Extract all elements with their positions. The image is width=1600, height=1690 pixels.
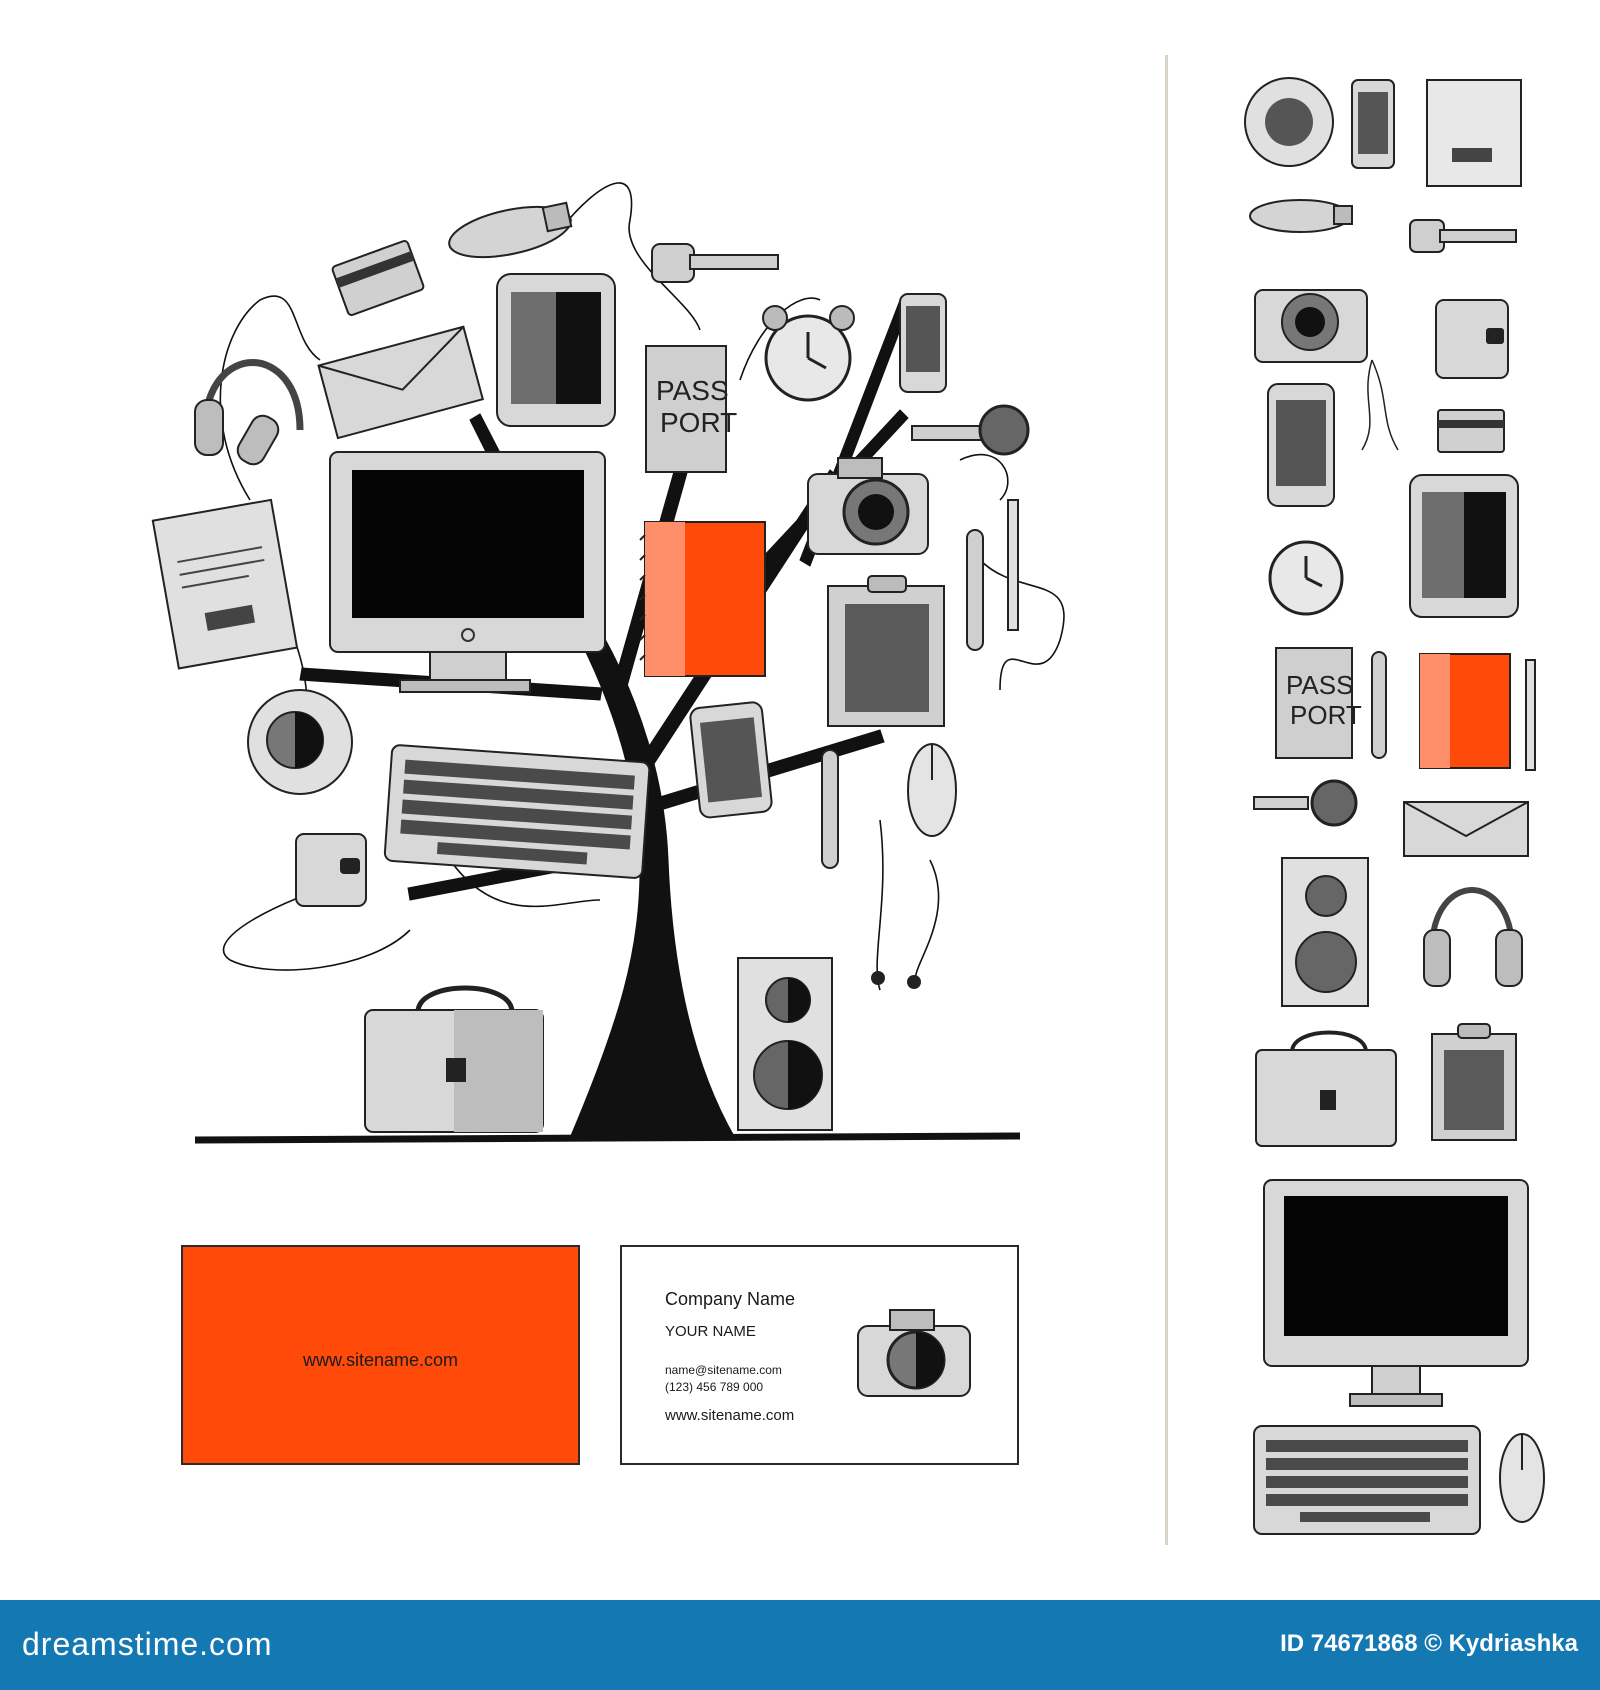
mouse-icon	[1499, 1433, 1545, 1523]
wallet-icon	[1435, 299, 1509, 379]
speaker-icon	[737, 957, 833, 1131]
footer-bar: dreamstime.com ID 74671868 © Kydriashka	[0, 1600, 1600, 1690]
magnifier-icon	[1253, 779, 1358, 827]
alarm-clock-icon	[1268, 540, 1344, 616]
speaker-icon	[1281, 857, 1369, 1007]
card-your-name: YOUR NAME	[665, 1323, 756, 1340]
smartphone-icon	[899, 293, 947, 393]
wallet-icon	[295, 833, 367, 907]
smartphone-icon-secondary	[689, 701, 773, 819]
book-icon	[1426, 79, 1522, 187]
pencil-icon	[1525, 659, 1536, 771]
tree-illustration: PASS PORT	[151, 77, 1545, 1535]
earphones-icon	[1361, 359, 1399, 451]
earphones-icon	[871, 971, 921, 989]
pen-icon	[1371, 651, 1387, 759]
dreamstime-logo: dreamstime.com	[22, 1626, 273, 1662]
credit-card-icon	[331, 240, 425, 316]
column-divider	[1165, 55, 1168, 1545]
envelope-icon	[317, 325, 485, 440]
notebook-icon	[1419, 653, 1511, 769]
card-front-url: www.sitename.com	[302, 1350, 459, 1370]
business-card-front: www.sitename.com	[181, 1245, 580, 1465]
usb-drive-icon	[448, 201, 573, 259]
credit-card-icon	[1437, 409, 1505, 453]
monitor-icon	[329, 451, 606, 693]
clipboard-icon	[1431, 1023, 1517, 1141]
card-back-url: www.sitename.com	[665, 1407, 795, 1424]
pen-icon-secondary	[821, 749, 839, 869]
smartphone-icon-large	[1267, 383, 1335, 507]
passport-icon: PASS PORT	[645, 345, 737, 473]
monitor-icon	[1263, 1179, 1529, 1407]
keyboard-icon	[383, 744, 651, 879]
pen-icon	[966, 529, 984, 651]
briefcase-icon	[1255, 1030, 1397, 1147]
book-icon	[151, 498, 299, 670]
keyboard-icon	[1253, 1425, 1481, 1535]
envelope-icon	[1403, 801, 1529, 857]
card-phone: (123) 456 789 000	[665, 1380, 764, 1394]
stock-image: PASS PORT	[151, 55, 1545, 1545]
passport-text-line-1: PASS	[1286, 670, 1353, 700]
passport-icon: PASS PORT	[1275, 647, 1362, 759]
key-icon	[651, 243, 779, 283]
camera-icon	[857, 1309, 971, 1397]
coffee-cup-icon	[1244, 77, 1334, 167]
notebook-icon	[639, 521, 766, 677]
pencil-icon	[1007, 499, 1019, 631]
alarm-clock-icon	[762, 305, 855, 402]
key-icon	[1409, 219, 1517, 253]
tablet-icon	[1409, 474, 1519, 618]
tablet-icon	[496, 273, 616, 427]
passport-text-line-2: PORT	[1290, 700, 1362, 730]
magnifier-icon	[911, 404, 1030, 456]
camera-icon	[807, 457, 929, 555]
business-card-back: Company Name YOUR NAME name@sitename.com…	[620, 1245, 1019, 1465]
briefcase-icon	[364, 985, 544, 1133]
passport-text-line-2: PORT	[660, 407, 737, 438]
usb-drive-icon	[1249, 199, 1353, 233]
passport-text-line-1: PASS	[656, 375, 729, 406]
smartphone-icon	[1351, 79, 1395, 169]
card-company-name: Company Name	[665, 1289, 796, 1309]
mouse-icon	[907, 743, 957, 837]
coffee-cup-icon	[247, 689, 353, 795]
headphones-icon	[1423, 887, 1523, 987]
clipboard-icon	[827, 575, 945, 727]
card-email: name@sitename.com	[665, 1363, 782, 1377]
camera-icon	[1254, 289, 1368, 363]
headphones-icon	[194, 359, 304, 466]
icon-set-column: PASS PORT	[1244, 77, 1545, 1535]
image-credit: ID 74671868 © Kydriashka	[1280, 1630, 1578, 1657]
